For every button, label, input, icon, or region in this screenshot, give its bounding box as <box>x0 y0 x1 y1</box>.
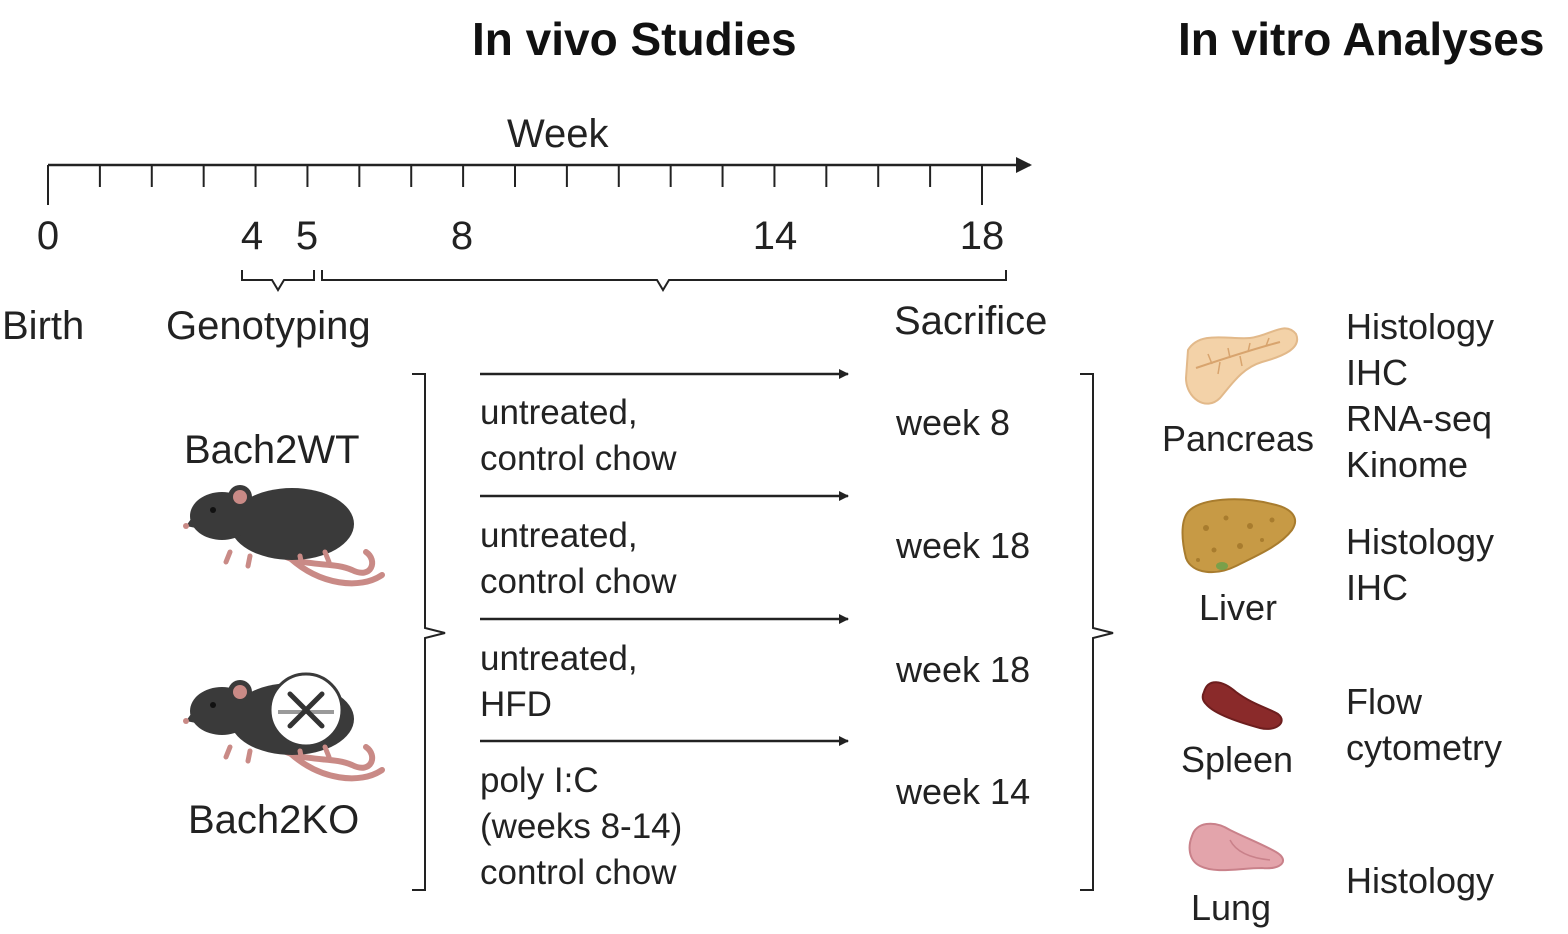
analyses-brace <box>1080 373 1114 891</box>
analysis-pancreas-1: Histology <box>1346 306 1495 347</box>
in-vitro-title: In vitro Analyses <box>1178 13 1545 65</box>
condition-4-line-1: poly I:C <box>480 761 599 800</box>
analysis-spleen-2: cytometry <box>1346 727 1503 768</box>
sacrifice-week-1: week 8 <box>896 402 1011 443</box>
study-period-brace <box>321 270 1007 292</box>
sacrifice-week-3: week 18 <box>896 649 1031 690</box>
condition-2-line-1: untreated, <box>480 516 638 555</box>
analysis-pancreas-2: IHC <box>1346 352 1408 393</box>
condition-2-line-2: control chow <box>480 562 677 601</box>
lung-icon <box>1188 822 1284 872</box>
genotyping-label: Genotyping <box>166 304 371 348</box>
in-vivo-title: In vivo Studies <box>472 13 797 65</box>
wt-group-label: Bach2WT <box>184 428 360 472</box>
condition-1-line-2: control chow <box>480 439 677 478</box>
analyses-pancreas: Histology IHC RNA-seq Kinome <box>1346 304 1494 488</box>
tick-label-8: 8 <box>450 214 474 258</box>
condition-4: poly I:C (weeks 8-14) control chow <box>480 758 682 896</box>
organ-label-spleen: Spleen <box>1180 739 1294 780</box>
pancreas-icon <box>1184 327 1299 405</box>
timeline-axis <box>47 157 1032 205</box>
condition-2: untreated, control chow <box>480 513 676 605</box>
birth-label: Birth <box>2 304 85 348</box>
analyses-spleen: Flow cytometry <box>1346 679 1502 771</box>
liver-icon <box>1181 498 1297 574</box>
genotyping-period-brace <box>241 270 315 292</box>
condition-1: untreated, control chow <box>480 390 676 482</box>
analysis-spleen-1: Flow <box>1346 681 1423 722</box>
wt-mouse-icon <box>183 485 385 587</box>
tick-label-14: 14 <box>752 214 798 258</box>
tick-label-5: 5 <box>295 214 319 258</box>
condition-3-line-1: untreated, <box>480 639 638 678</box>
condition-4-line-3: control chow <box>480 853 677 892</box>
tick-label-4: 4 <box>240 214 264 258</box>
tick-label-0: 0 <box>36 214 60 258</box>
condition-1-line-1: untreated, <box>480 393 638 432</box>
condition-3: untreated, HFD <box>480 636 638 728</box>
analysis-pancreas-4: Kinome <box>1346 444 1469 485</box>
organ-label-pancreas: Pancreas <box>1161 418 1315 459</box>
condition-3-line-2: HFD <box>480 685 552 724</box>
timeline-axis-label: Week <box>507 112 609 156</box>
groups-brace <box>412 373 446 891</box>
tick-label-18: 18 <box>959 214 1005 258</box>
spleen-icon <box>1201 681 1283 730</box>
knockout-x-icon <box>268 672 344 748</box>
timeline-ticks <box>47 165 983 205</box>
organ-label-liver: Liver <box>1198 587 1278 628</box>
sacrifice-week-4: week 14 <box>896 771 1031 812</box>
organ-label-lung: Lung <box>1190 887 1272 928</box>
analysis-pancreas-3: RNA-seq <box>1346 398 1493 439</box>
analyses-lung: Histology <box>1346 858 1494 904</box>
analysis-liver-2: IHC <box>1346 567 1408 608</box>
analysis-lung-1: Histology <box>1346 860 1495 901</box>
condition-4-line-2: (weeks 8-14) <box>480 807 683 846</box>
analysis-liver-1: Histology <box>1346 521 1495 562</box>
sacrifice-label: Sacrifice <box>894 299 1048 343</box>
ko-group-label: Bach2KO <box>188 798 360 842</box>
analyses-liver: Histology IHC <box>1346 519 1494 611</box>
sacrifice-week-2: week 18 <box>896 525 1031 566</box>
